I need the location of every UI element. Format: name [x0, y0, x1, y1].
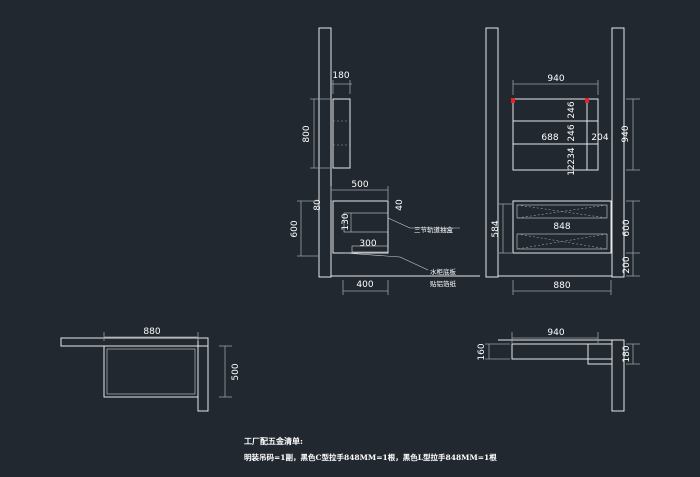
wall-front-right: [611, 27, 625, 278]
dim-shelf-3-small: 12: [567, 164, 577, 175]
dim-shelf-3: 234: [567, 147, 577, 164]
dim-mid-right-small: 40: [395, 199, 405, 211]
dim-plan-right-right-depth: 180: [622, 345, 632, 362]
dim-shelf-1: 246: [567, 101, 577, 118]
plan-view-left: 880 500: [60, 327, 241, 412]
hanger-left-marker: [511, 98, 515, 103]
dim-cabinet-inner-width: 848: [553, 222, 570, 232]
dim-front-top-width: 940: [547, 74, 564, 84]
front-elevation-view: 940 246 246 234 12 688 204 940 848 584: [485, 27, 640, 295]
plan-right-wall: [611, 339, 625, 412]
dim-mid-width: 500: [351, 180, 368, 190]
dim-mid-left-small: 80: [313, 199, 323, 211]
dim-cabinet-right-height: 600: [622, 219, 632, 236]
side-section-view: 180 800 500 80 40 130 300 三节轨道抽盒 水柜底板 贴铝…: [290, 27, 480, 295]
dim-drawer-width: 300: [359, 239, 376, 249]
dim-front-bottom-width: 880: [553, 281, 570, 291]
upper-shelf-unit: [512, 98, 599, 171]
dim-right-height: 940: [621, 125, 631, 142]
wall-front-left: [485, 27, 499, 278]
lower-cabinet-front: [512, 200, 612, 254]
dim-plan-right-width: 940: [547, 328, 564, 338]
dim-top-width: 180: [332, 71, 349, 81]
dim-side-width: 204: [591, 133, 608, 143]
upper-cabinet-side: [332, 98, 351, 169]
dim-bottom-height: 600: [290, 220, 300, 237]
dim-plan-right-left-depth: 160: [477, 343, 487, 360]
notes-line: 明装吊码=1副，黑色C型拉手848MM=1根，黑色L型拉手848MM=1根: [244, 452, 497, 462]
label-drawer: 三节轨道抽盒: [414, 225, 454, 234]
plan-wall-right: [197, 337, 209, 412]
dim-plan-width: 880: [143, 327, 160, 337]
dim-shelf-2: 246: [567, 124, 577, 141]
dim-inner-height: 130: [341, 213, 351, 230]
label-board-2: 贴铝箔纸: [430, 279, 457, 288]
plan-view-right: 940 160 180: [477, 328, 640, 412]
dim-legs-height: 200: [622, 256, 632, 273]
plan-wall-top: [60, 337, 209, 347]
notes-title: 工厂配五金清单:: [244, 436, 303, 446]
dim-base-width: 400: [356, 280, 373, 290]
dim-inner-width: 688: [541, 133, 558, 143]
dim-cabinet-left-height: 584: [491, 220, 501, 237]
plan-right-cabinet: [511, 343, 613, 360]
wall-left: [318, 27, 332, 278]
hanger-right-marker: [585, 98, 589, 103]
dim-top-height: 800: [302, 125, 312, 142]
dim-plan-depth: 500: [231, 363, 241, 380]
plan-cabinet-outline: [103, 345, 199, 398]
label-board-1: 水柜底板: [430, 267, 457, 276]
